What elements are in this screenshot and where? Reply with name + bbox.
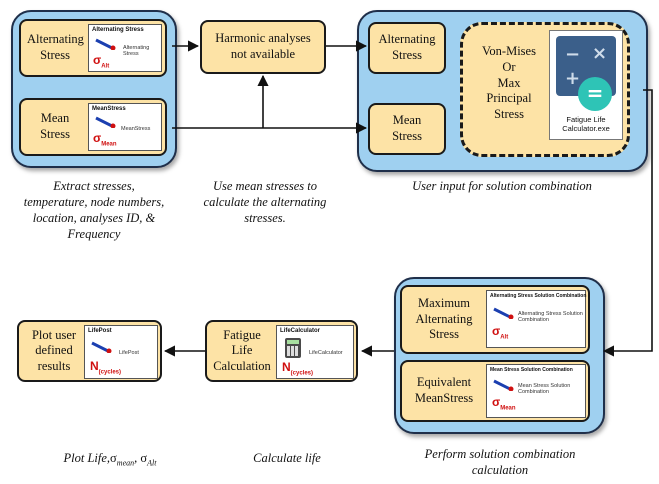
von-mises-label: Von-Mises Or Max Principal Stress bbox=[482, 44, 536, 121]
inset-title: MeanStress bbox=[92, 106, 126, 112]
mean-stress-input-box: Mean Stress bbox=[368, 103, 446, 155]
inset-title: LifeCalculator bbox=[280, 328, 321, 334]
alternating-stress-inset: Alternating Stress Alternating Stress σA… bbox=[88, 24, 162, 72]
sigma-alt-symbol: σAlt bbox=[93, 53, 110, 70]
mean-stress-input-label: Mean Stress bbox=[392, 113, 422, 143]
sigma-mean-symbol: σMean bbox=[492, 395, 516, 412]
n-cycles-symbol: N(cycles) bbox=[90, 359, 122, 376]
inset-title: LifePost bbox=[88, 328, 112, 334]
life-calculator-inset: LifeCalculator LifeCalculator N(cycles) bbox=[276, 325, 354, 379]
times-icon: × bbox=[592, 43, 608, 64]
inset-title: Mean Stress Solution Combination bbox=[490, 367, 573, 373]
wand-icon bbox=[91, 341, 112, 353]
mean-solution-inset: Mean Stress Solution Combination Mean St… bbox=[486, 364, 586, 418]
fatigue-life-calculation-label: Fatigue Life Calculation bbox=[213, 327, 271, 373]
alternating-stress-label: Alternating Stress bbox=[27, 32, 84, 62]
calculator-small-icon bbox=[285, 338, 301, 358]
inset-title: Alternating Stress Solution Combination bbox=[490, 293, 587, 299]
calculator-caption: Fatigue Life Calculator.exe bbox=[562, 115, 610, 133]
wand-icon bbox=[95, 116, 116, 128]
calculate-life-caption: Calculate life bbox=[253, 451, 321, 465]
wand-icon bbox=[95, 38, 116, 50]
use-mean-caption: Use mean stresses to calculate the alter… bbox=[203, 179, 327, 225]
inset-text: LifePost bbox=[119, 350, 139, 356]
alternating-stress-input-box: Alternating Stress bbox=[368, 22, 446, 74]
plus-icon: + bbox=[565, 68, 581, 89]
harmonic-analyses-box: Harmonic analyses not available bbox=[200, 20, 326, 74]
inset-text: LifeCalculator bbox=[309, 350, 343, 356]
plot-user-results-label: Plot user defined results bbox=[31, 327, 77, 373]
extract-caption: Extract stresses, temperature, node numb… bbox=[23, 179, 165, 241]
life-post-inset: LifePost LifePost N(cycles) bbox=[84, 325, 158, 379]
perform-caption: Perform solution combination calculation bbox=[424, 447, 576, 477]
equals-icon: = bbox=[578, 77, 612, 111]
inset-title: Alternating Stress bbox=[92, 27, 144, 33]
inset-text: Alternating Stress bbox=[123, 45, 150, 58]
wand-icon bbox=[493, 307, 514, 319]
user-input-caption: User input for solution combination bbox=[412, 179, 592, 193]
mean-stress-label: Mean Stress bbox=[40, 111, 70, 141]
sigma-mean-symbol: σMean bbox=[93, 131, 117, 148]
arrow-input-to-solution bbox=[602, 89, 653, 357]
equivalent-mean-stress-label: Equivalent MeanStress bbox=[414, 375, 474, 405]
maximum-alternating-stress-label: Maximum Alternating Stress bbox=[415, 296, 473, 342]
inset-text: MeanStress bbox=[121, 126, 151, 132]
alternating-stress-input-label: Alternating Stress bbox=[378, 32, 436, 62]
plot-life-caption: Plot Life,σmean, σAlt bbox=[63, 451, 157, 468]
fatigue-life-calculator-tile: − × + = Fatigue Life Calculator.exe bbox=[549, 30, 623, 140]
inset-text: Mean Stress Solution Combination bbox=[518, 383, 571, 396]
minus-icon: − bbox=[565, 44, 581, 65]
wand-icon bbox=[493, 379, 514, 391]
n-cycles-symbol: N(cycles) bbox=[282, 360, 314, 377]
alt-solution-inset: Alternating Stress Solution Combination … bbox=[486, 290, 586, 348]
inset-text: Alternating Stress Solution Combination bbox=[518, 311, 583, 324]
sigma-alt-symbol: σAlt bbox=[492, 324, 509, 341]
mean-stress-inset: MeanStress MeanStress σMean bbox=[88, 103, 162, 151]
harmonic-analyses-label: Harmonic analyses not available bbox=[215, 31, 311, 61]
